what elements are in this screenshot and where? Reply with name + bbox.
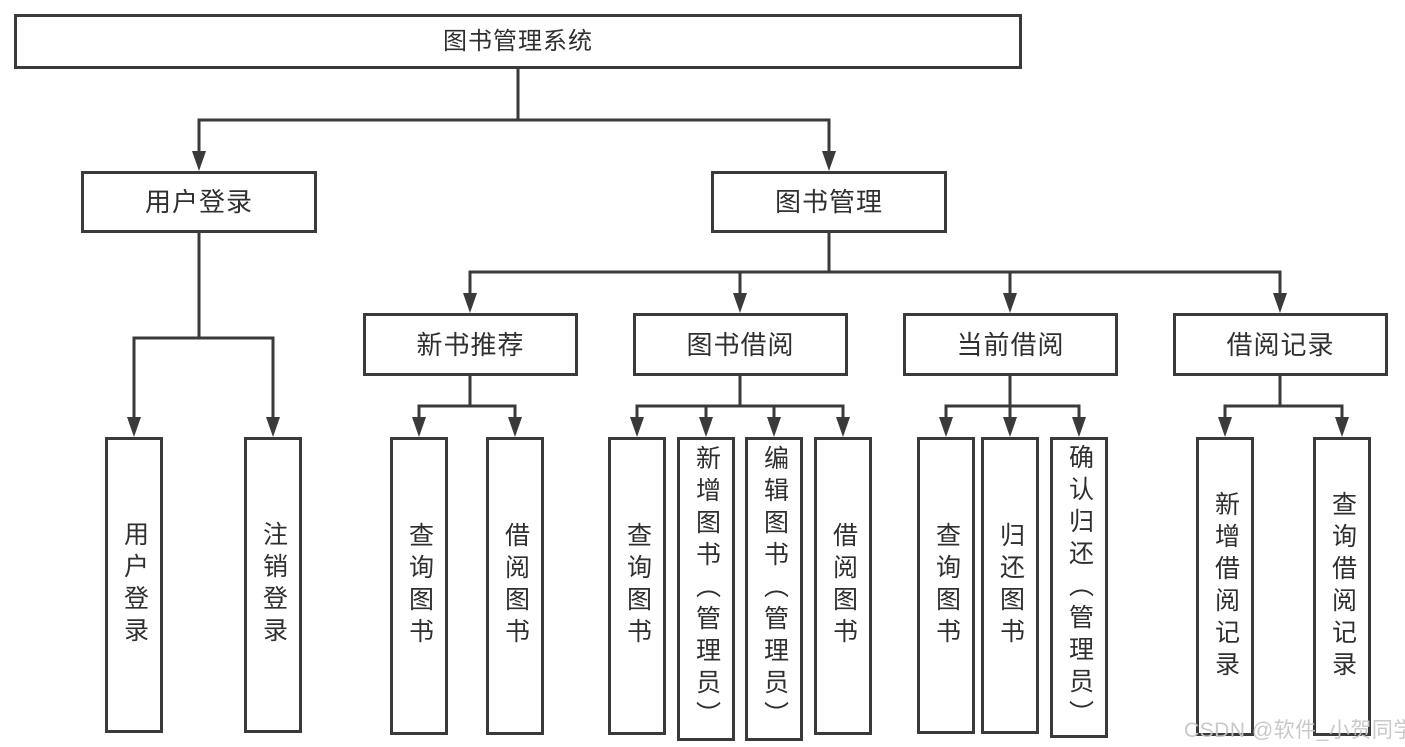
node-label: 当前借阅 bbox=[956, 329, 1065, 360]
node-label: 图书管理系统 bbox=[443, 27, 593, 55]
node-borrowing-records: 借阅记录 bbox=[1173, 313, 1388, 376]
node-label: 查询借阅记录 bbox=[1328, 490, 1357, 683]
node-label: 确认归还（管理员） bbox=[1065, 443, 1094, 732]
node-label: 查询图书 bbox=[932, 521, 961, 650]
leaf-logout: 注销登录 bbox=[244, 437, 302, 733]
csdn-watermark: CSDN @软件_小贺同学 bbox=[1184, 719, 1405, 742]
node-new-book-recommendation: 新书推荐 bbox=[363, 313, 578, 376]
leaf-borrow-books-recommend: 借阅图书 bbox=[486, 437, 544, 735]
leaf-confirm-return-admin: 确认归还（管理员） bbox=[1050, 437, 1108, 738]
node-label: 新增借阅记录 bbox=[1211, 490, 1240, 683]
node-label: 编辑图书（管理员） bbox=[760, 445, 789, 733]
leaf-query-books-current: 查询图书 bbox=[917, 437, 975, 734]
node-label: 用户登录 bbox=[120, 521, 149, 649]
leaf-query-borrow-record: 查询借阅记录 bbox=[1313, 437, 1371, 736]
leaf-borrow-books: 借阅图书 bbox=[814, 437, 872, 735]
node-label: 注销登录 bbox=[259, 521, 288, 649]
node-label: 新书推荐 bbox=[416, 329, 525, 360]
node-label: 归还图书 bbox=[996, 521, 1025, 650]
arrowheads bbox=[127, 151, 1349, 437]
node-label: 查询图书 bbox=[623, 522, 652, 650]
node-label: 借阅记录 bbox=[1226, 329, 1335, 360]
node-label: 查询图书 bbox=[405, 522, 434, 650]
node-label: 新增图书（管理员） bbox=[692, 445, 721, 733]
node-label: 借阅图书 bbox=[829, 522, 858, 650]
leaf-add-borrow-record: 新增借阅记录 bbox=[1196, 437, 1254, 736]
node-label: 用户登录 bbox=[144, 187, 253, 217]
leaf-query-books-borrowing: 查询图书 bbox=[608, 437, 666, 735]
leaf-query-books-recommend: 查询图书 bbox=[390, 437, 448, 735]
node-user-login: 用户登录 bbox=[81, 171, 317, 233]
leaf-return-books: 归还图书 bbox=[981, 437, 1039, 734]
leaf-user-login: 用户登录 bbox=[105, 437, 163, 733]
node-label: 图书管理 bbox=[774, 187, 883, 217]
node-current-borrowing: 当前借阅 bbox=[903, 313, 1118, 376]
node-label: 借阅图书 bbox=[501, 522, 530, 650]
leaf-edit-books-admin: 编辑图书（管理员） bbox=[745, 437, 803, 741]
node-book-management: 图书管理 bbox=[711, 171, 947, 233]
node-book-borrowing: 图书借阅 bbox=[633, 313, 848, 376]
leaf-add-books-admin: 新增图书（管理员） bbox=[677, 437, 735, 741]
node-library-management-system: 图书管理系统 bbox=[14, 14, 1022, 69]
node-label: 图书借阅 bbox=[686, 329, 795, 360]
